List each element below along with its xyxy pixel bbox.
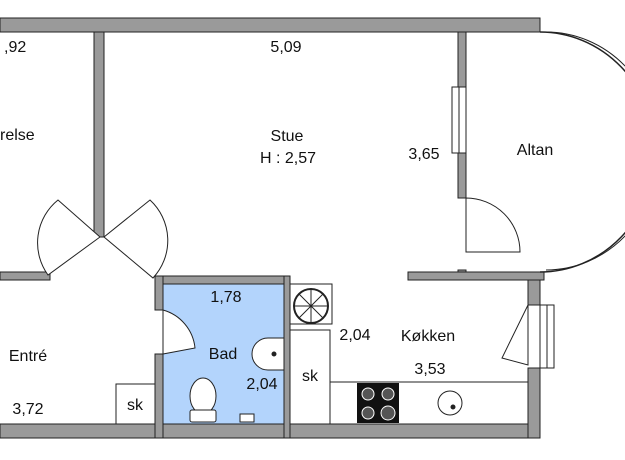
door-swing-altan bbox=[465, 197, 521, 253]
left-top-dimension: ,92 bbox=[4, 39, 26, 56]
doors bbox=[37, 197, 529, 366]
wall-kitchen-right bbox=[527, 279, 541, 306]
sink-icon bbox=[251, 337, 285, 371]
closet-entre-label: sk bbox=[127, 397, 144, 414]
door-swing-left bbox=[37, 199, 101, 276]
labels: ,92 relse 5,09 Stue H : 2,57 3,65 Altan … bbox=[0, 39, 553, 418]
stue-height: H : 2,57 bbox=[260, 150, 316, 167]
windows bbox=[451, 86, 555, 369]
toilet-icon bbox=[189, 377, 255, 423]
kokken-depth: 2,04 bbox=[339, 327, 370, 344]
walls bbox=[0, 17, 545, 439]
wall-bath-top bbox=[154, 275, 291, 285]
wall-kitchen-right-lower bbox=[527, 367, 541, 439]
door-swing-bath bbox=[162, 309, 196, 355]
bad-name: Bad bbox=[209, 346, 237, 363]
stue-name: Stue bbox=[271, 128, 304, 145]
closet-entre-box bbox=[115, 383, 156, 425]
door-swing-right bbox=[103, 199, 169, 279]
entre-name: Entré bbox=[9, 348, 47, 365]
kokken-width: 3,53 bbox=[414, 361, 445, 378]
wall-stue-altan bbox=[457, 31, 467, 88]
door-swing-kitchen bbox=[501, 304, 529, 366]
wall-stue-altan-lower bbox=[457, 152, 467, 199]
wall-bath-left-lower bbox=[154, 353, 164, 439]
kokken-name: Køkken bbox=[401, 328, 455, 345]
ventilation-fan-icon bbox=[293, 288, 329, 324]
wall-left-room-partition bbox=[93, 31, 105, 238]
closet-kitchen-label: sk bbox=[302, 368, 319, 385]
wall-bath-left bbox=[154, 275, 164, 311]
faucet-icon bbox=[437, 390, 463, 416]
balcony-arc bbox=[539, 31, 625, 273]
bad-depth: 2,04 bbox=[246, 376, 277, 393]
bad-width: 1,78 bbox=[210, 289, 241, 306]
wall-bottom-exterior bbox=[0, 423, 541, 439]
wall-bath-right bbox=[283, 275, 291, 439]
wall-top-exterior bbox=[0, 17, 541, 33]
closet-kitchen-box bbox=[289, 329, 331, 425]
left-top-room-name: relse bbox=[0, 127, 35, 144]
stove-icon bbox=[357, 383, 399, 423]
altan-name: Altan bbox=[517, 142, 553, 159]
stue-depth: 3,65 bbox=[408, 146, 439, 163]
entre-dimension: 3,72 bbox=[12, 401, 43, 418]
wall-entre-top bbox=[0, 271, 51, 281]
wall-altan-floor bbox=[407, 271, 545, 281]
stue-width: 5,09 bbox=[270, 39, 301, 56]
